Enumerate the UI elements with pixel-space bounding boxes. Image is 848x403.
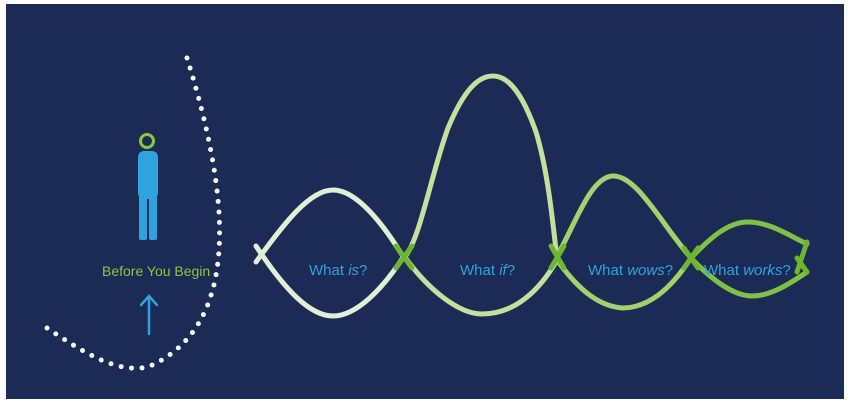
wave-crossings	[393, 239, 810, 275]
person-icon	[138, 133, 158, 240]
wave-what-works-upper	[688, 219, 810, 261]
crossing-2	[548, 243, 567, 271]
wave-what-is-upper	[253, 187, 407, 265]
wave-what-wows-upper	[554, 173, 694, 261]
wave-what-works-lower	[688, 255, 810, 299]
crossing-1	[393, 243, 415, 271]
stage-what-if-label: What if?	[460, 262, 516, 279]
crossing-end	[794, 239, 810, 275]
wave-what-wows-lower	[554, 255, 694, 311]
wave-what-if-upper	[401, 73, 560, 261]
crossing-3	[681, 245, 701, 271]
before-you-begin-label: Before You Begin	[102, 263, 211, 279]
dotted-path	[41, 55, 223, 371]
wave-what-is-lower	[253, 243, 407, 319]
wave-what-if-lower	[401, 253, 560, 317]
stage-what-is-label: What is?	[309, 262, 368, 279]
stage-what-works-label: What works?	[704, 262, 791, 279]
up-arrow-icon	[139, 294, 159, 336]
stage-what-wows-label: What wows?	[588, 262, 674, 279]
